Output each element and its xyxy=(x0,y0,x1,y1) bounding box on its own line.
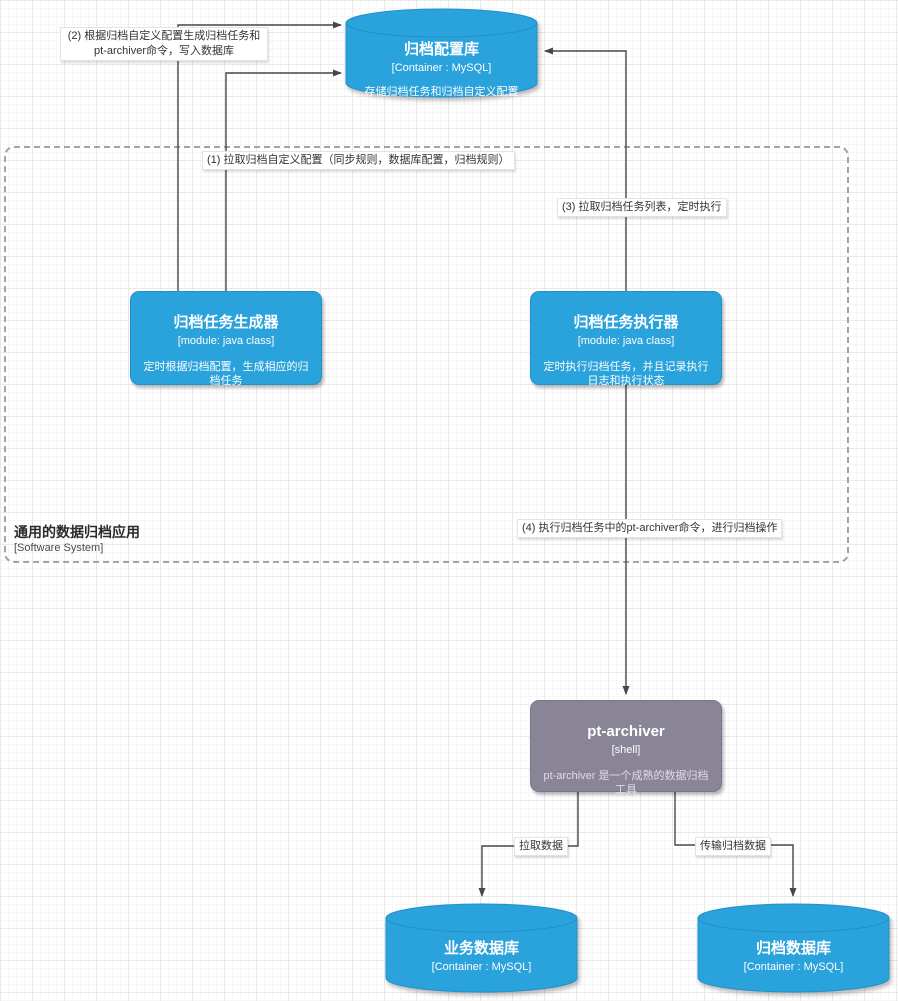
boundary-title: 通用的数据归档应用 xyxy=(14,523,140,540)
node-title: 业务数据库 xyxy=(443,940,519,957)
node-task-executor[interactable]: 归档任务执行器 [module: java class] 定时执行归档任务，并且… xyxy=(530,291,722,387)
node-description: pt-archiver 是一个成熟的数据归档工具 xyxy=(543,769,709,796)
node-config-db[interactable]: 归档配置库 [Container : MySQL] 存储归档任务和归档自定义配置 xyxy=(345,8,538,98)
boundary-subtitle: [Software System] xyxy=(14,541,104,554)
node-archive-db[interactable]: 归档数据库 [Container : MySQL] xyxy=(697,903,890,993)
boundary-label: 通用的数据归档应用 [Software System] xyxy=(14,524,140,555)
edge-label-pull-data[interactable]: 拉取数据 xyxy=(514,837,568,856)
node-subtitle: [Container : MySQL] xyxy=(431,960,532,973)
edge-label-transfer-archive-data[interactable]: 传输归档数据 xyxy=(695,837,771,856)
node-business-db[interactable]: 业务数据库 [Container : MySQL] xyxy=(385,903,578,993)
node-subtitle: [shell] xyxy=(611,743,641,756)
node-description: 定时执行归档任务，并且记录执行日志和执行状态 xyxy=(543,360,709,387)
database-cylinder-shape xyxy=(697,903,890,993)
software-system-boundary[interactable]: 通用的数据归档应用 [Software System] xyxy=(4,146,849,563)
node-title: 归档任务执行器 xyxy=(573,314,679,331)
edge-generator-to-configdb-write[interactable] xyxy=(177,21,342,291)
node-description: 存储归档任务和归档自定义配置 xyxy=(364,85,519,98)
database-cylinder-shape xyxy=(345,8,538,98)
database-cylinder-shape xyxy=(385,903,578,993)
edge-executor-to-configdb[interactable] xyxy=(544,47,627,291)
node-subtitle: [module: java class] xyxy=(177,334,275,347)
edge-label-3[interactable]: (3) 拉取归档任务列表，定时执行 xyxy=(557,198,727,217)
node-subtitle: [module: java class] xyxy=(577,334,675,347)
node-title: 归档配置库 xyxy=(403,41,479,58)
node-description: 定时根据归档配置，生成相应的归档任务 xyxy=(143,360,309,387)
edge-label-2[interactable]: (2) 根据归档自定义配置生成归档任务和pt-archiver命令，写入数据库 xyxy=(60,27,268,61)
edge-label-1[interactable]: (1) 拉取归档自定义配置（同步规则，数据库配置，归档规则） xyxy=(202,151,515,170)
node-subtitle: [Container : MySQL] xyxy=(391,61,492,74)
node-task-generator[interactable]: 归档任务生成器 [module: java class] 定时根据归档配置，生成… xyxy=(130,291,322,387)
node-title: 归档任务生成器 xyxy=(173,314,279,331)
node-pt-archiver[interactable]: pt-archiver [shell] pt-archiver 是一个成熟的数据… xyxy=(530,700,722,796)
node-subtitle: [Container : MySQL] xyxy=(743,960,844,973)
edge-label-4[interactable]: (4) 执行归档任务中的pt-archiver命令，进行归档操作 xyxy=(517,519,783,538)
node-title: pt-archiver xyxy=(587,723,665,740)
edge-generator-to-configdb-read[interactable] xyxy=(225,69,342,291)
node-title: 归档数据库 xyxy=(755,940,831,957)
